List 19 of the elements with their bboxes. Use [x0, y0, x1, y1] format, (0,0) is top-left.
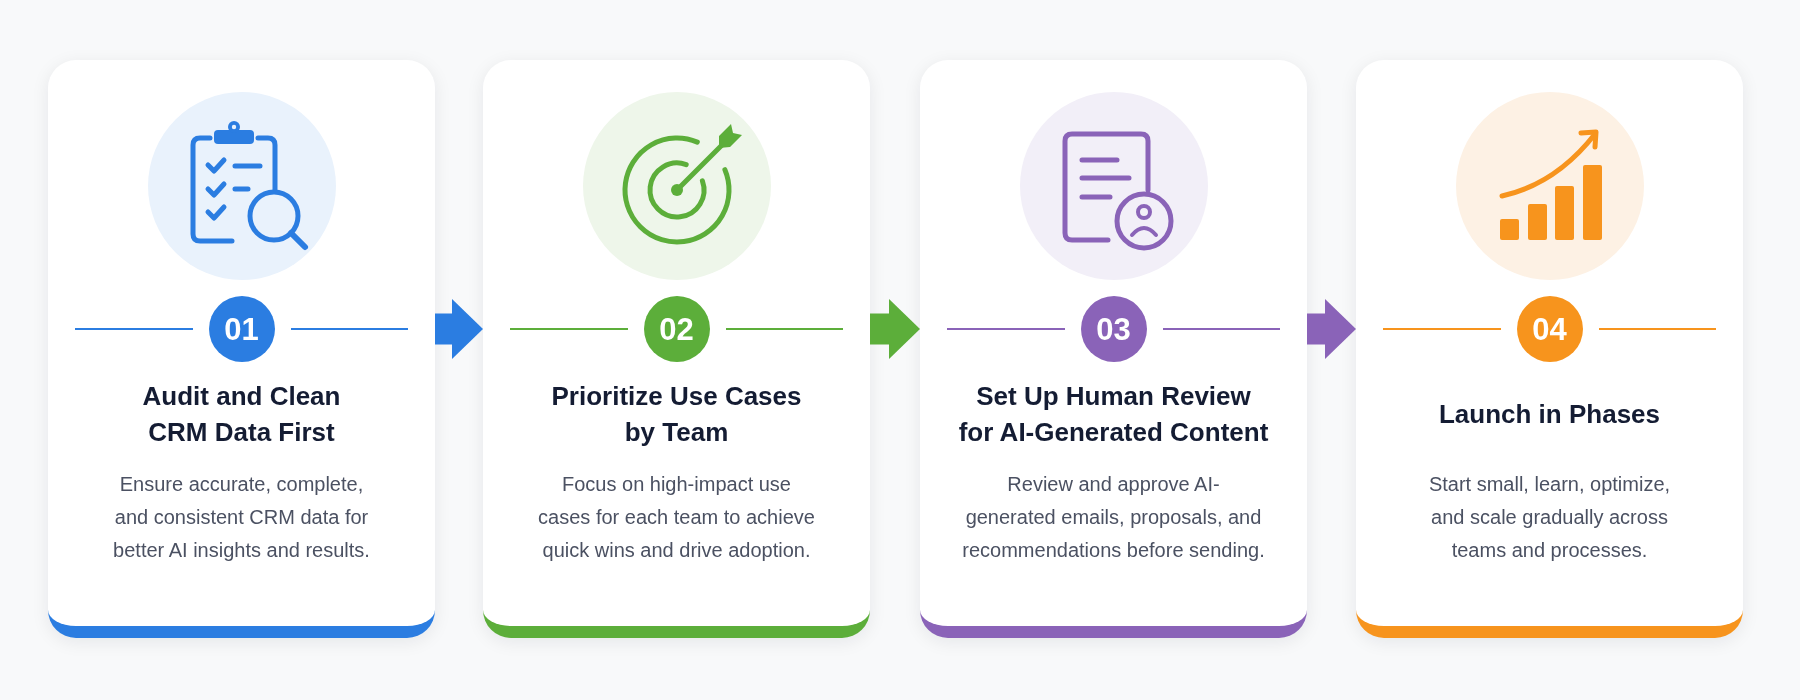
flow-arrow: [435, 299, 483, 359]
step-title: Launch in Phases: [1438, 398, 1661, 431]
step-title: Prioritize Use Cases by Team: [550, 380, 803, 449]
step-description: Ensure accurate, complete, and consistent CRM data for better AI insights and results.: [112, 472, 371, 563]
step-card: [920, 60, 1307, 638]
step-description: Focus on high-impact use cases for each team to achieve quick wins and drive adoption.: [537, 472, 816, 563]
step-description: Review and approve AI-generated emails, proposals, and recommendations before sending.: [961, 472, 1266, 563]
step-number-badge: 01: [208, 296, 275, 362]
flow-arrow: [1307, 299, 1356, 359]
step-number-badge: 02: [643, 296, 710, 362]
flow-arrow: [870, 299, 920, 359]
step-card: [48, 60, 435, 638]
step-title: Set Up Human Review for AI-Generated Content: [957, 380, 1270, 449]
step-number-badge: 04: [1516, 296, 1583, 362]
step-description: Start small, learn, optimize, and scale gradually across teams and processes.: [1427, 472, 1672, 563]
step-card: [483, 60, 870, 638]
step-number-badge: 03: [1080, 296, 1147, 362]
step-title: Audit and Clean CRM Data First: [141, 380, 342, 449]
step-card: [1356, 60, 1743, 638]
